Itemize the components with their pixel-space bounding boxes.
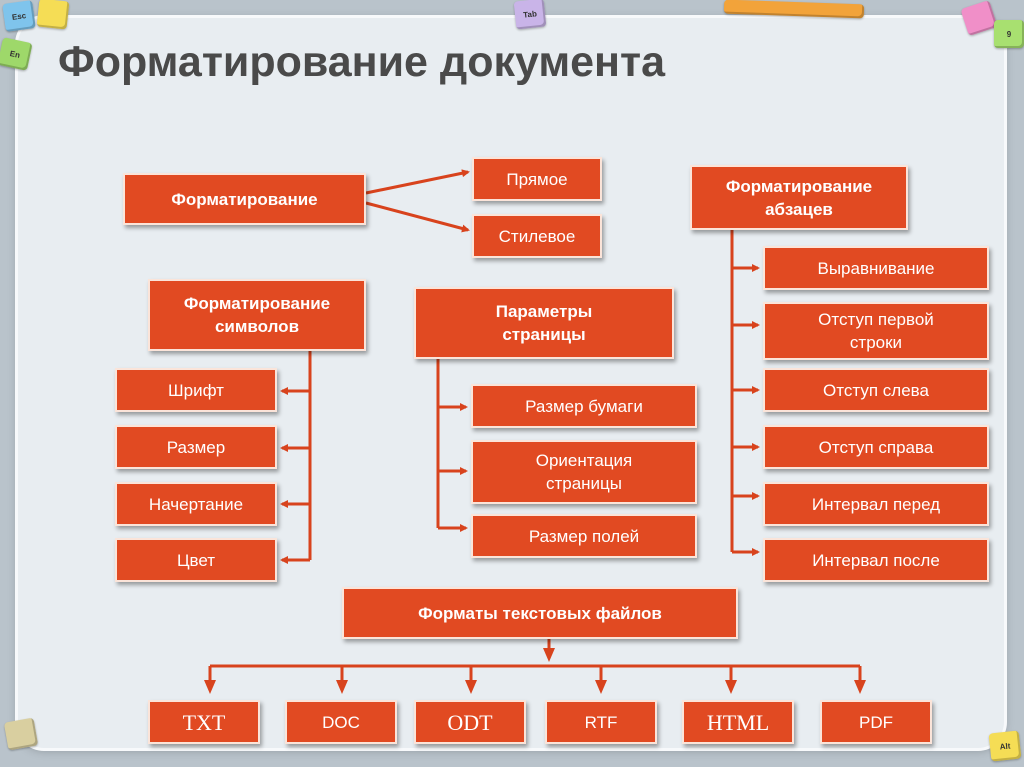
page-parameters-box: Параметры страницы: [414, 287, 674, 359]
right-indent-box: Отступ справа: [763, 425, 989, 469]
size-box: Размер: [115, 425, 277, 469]
color-box: Цвет: [115, 538, 277, 582]
paragraph-formatting-box: Форматирование абзацев: [690, 165, 908, 230]
alignment-box: Выравнивание: [763, 246, 989, 290]
style-box: Начертание: [115, 482, 277, 526]
format-rtf-box: RTF: [545, 700, 657, 744]
direct-formatting-box: Прямое: [472, 157, 602, 201]
style-formatting-box: Стилевое: [472, 214, 602, 258]
format-txt-box: TXT: [148, 700, 260, 744]
formatting-box: Форматирование: [123, 173, 366, 225]
nine-key-decoration: 9: [994, 20, 1024, 48]
format-doc-box: DOC: [285, 700, 397, 744]
spacing-after-box: Интервал после: [763, 538, 989, 582]
page-title: Форматирование документа: [58, 38, 665, 86]
font-box: Шрифт: [115, 368, 277, 412]
format-odt-box: ODT: [414, 700, 526, 744]
page-orientation-box: Ориентация страницы: [471, 440, 697, 504]
paper-size-box: Размер бумаги: [471, 384, 697, 428]
margins-size-box: Размер полей: [471, 514, 697, 558]
first-line-indent-box: Отступ первой строки: [763, 302, 989, 360]
file-formats-box: Форматы текстовых файлов: [342, 587, 738, 639]
format-html-box: HTML: [682, 700, 794, 744]
left-indent-box: Отступ слева: [763, 368, 989, 412]
format-pdf-box: PDF: [820, 700, 932, 744]
character-formatting-box: Форматирование символов: [148, 279, 366, 351]
spacing-before-box: Интервал перед: [763, 482, 989, 526]
